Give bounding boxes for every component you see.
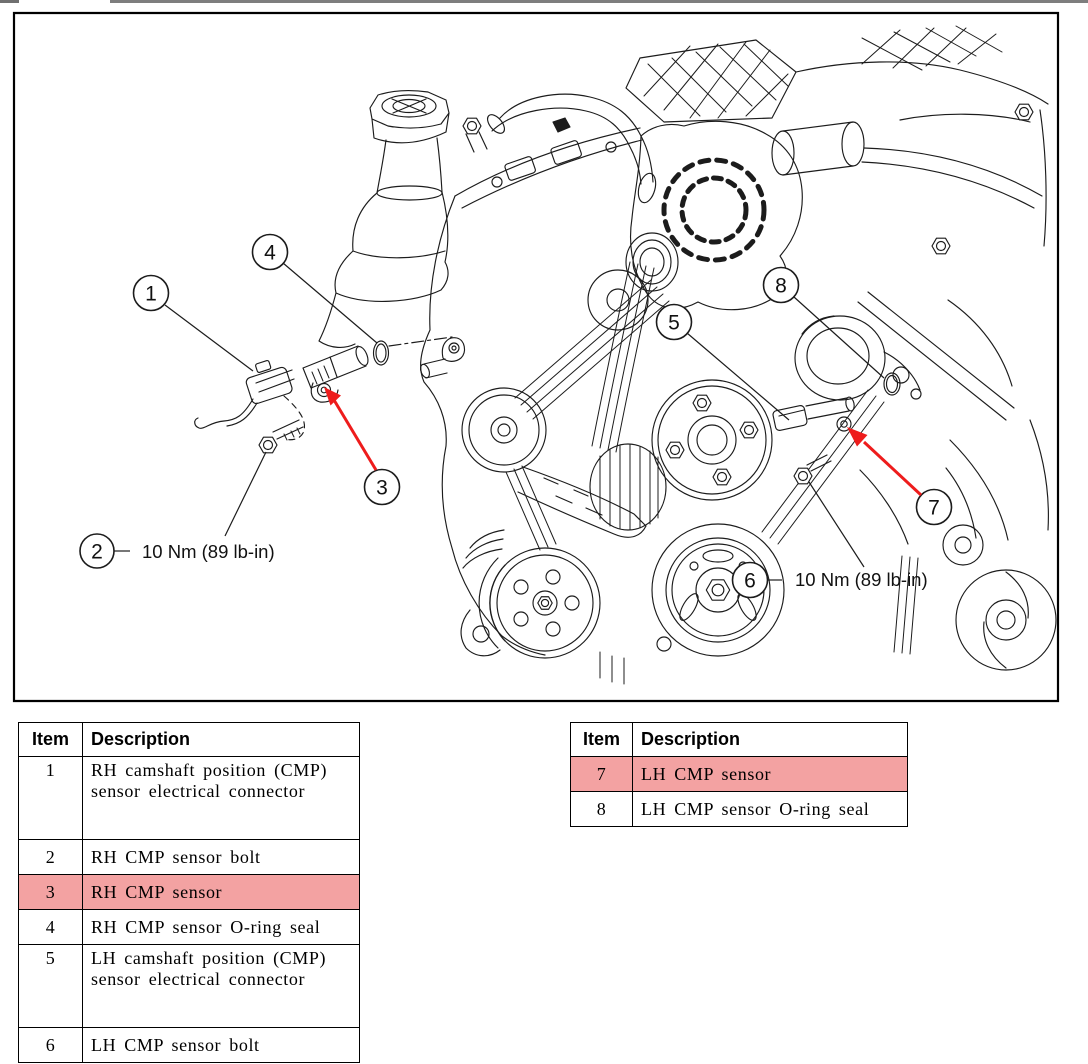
item-cell: 2 bbox=[18, 839, 83, 875]
item-header: Item bbox=[570, 722, 633, 757]
svg-text:2: 2 bbox=[91, 541, 103, 564]
description-cell: RH CMP sensor bolt bbox=[82, 839, 360, 875]
item-header: Item bbox=[18, 722, 83, 757]
red-arrow-to-rh-sensor bbox=[324, 387, 376, 470]
description-cell: RH camshaft position (CMP) sensor electr… bbox=[82, 756, 360, 840]
callout-7: 7 bbox=[917, 490, 952, 525]
engine-line-art bbox=[195, 26, 1056, 684]
item-cell: 3 bbox=[18, 874, 83, 910]
callout-2: 2 bbox=[80, 534, 114, 568]
svg-text:1: 1 bbox=[145, 283, 157, 306]
table-header: Item Description bbox=[18, 722, 360, 757]
torque-note-lh: 10 Nm (89 lb-in) bbox=[795, 569, 928, 590]
callout-4: 4 bbox=[253, 235, 288, 270]
description-cell: LH CMP sensor bolt bbox=[82, 1027, 360, 1063]
table-header: Item Description bbox=[570, 722, 908, 757]
item-cell: 8 bbox=[570, 791, 633, 827]
item-cell: 1 bbox=[18, 756, 83, 840]
item-cell: 7 bbox=[570, 756, 633, 792]
svg-text:7: 7 bbox=[928, 497, 940, 520]
description-cell: LH camshaft position (CMP) sensor electr… bbox=[82, 944, 360, 1028]
svg-text:8: 8 bbox=[775, 275, 787, 298]
red-arrow-to-lh-sensor bbox=[847, 427, 921, 495]
callout-5: 5 bbox=[657, 305, 692, 340]
page-divider bbox=[110, 0, 1088, 3]
leader-lines bbox=[114, 263, 884, 580]
description-header: Description bbox=[632, 722, 908, 757]
callout-8: 8 bbox=[764, 268, 799, 303]
callout-3: 3 bbox=[365, 470, 400, 505]
description-cell: LH CMP sensor O-ring seal bbox=[632, 791, 908, 827]
svg-text:3: 3 bbox=[376, 477, 388, 500]
diagram-border bbox=[14, 13, 1058, 701]
callout-1: 1 bbox=[134, 276, 169, 311]
item-cell: 4 bbox=[18, 909, 83, 945]
svg-text:4: 4 bbox=[264, 242, 276, 265]
svg-text:6: 6 bbox=[744, 570, 756, 593]
item-cell: 6 bbox=[18, 1027, 83, 1063]
callout-6: 6 bbox=[733, 563, 768, 598]
page-divider-left-segment bbox=[0, 0, 19, 3]
item-cell: 5 bbox=[18, 944, 83, 1028]
description-cell: RH CMP sensor bbox=[82, 874, 360, 910]
description-header: Description bbox=[82, 722, 360, 757]
description-cell: LH CMP sensor bbox=[632, 756, 908, 792]
engine-diagram: 1 2 3 4 5 6 7 8 10 Nm (89 lb-in) 10 Nm (… bbox=[0, 0, 1088, 712]
torque-note-rh: 10 Nm (89 lb-in) bbox=[142, 541, 275, 562]
svg-text:5: 5 bbox=[668, 312, 680, 335]
description-cell: RH CMP sensor O-ring seal bbox=[82, 909, 360, 945]
